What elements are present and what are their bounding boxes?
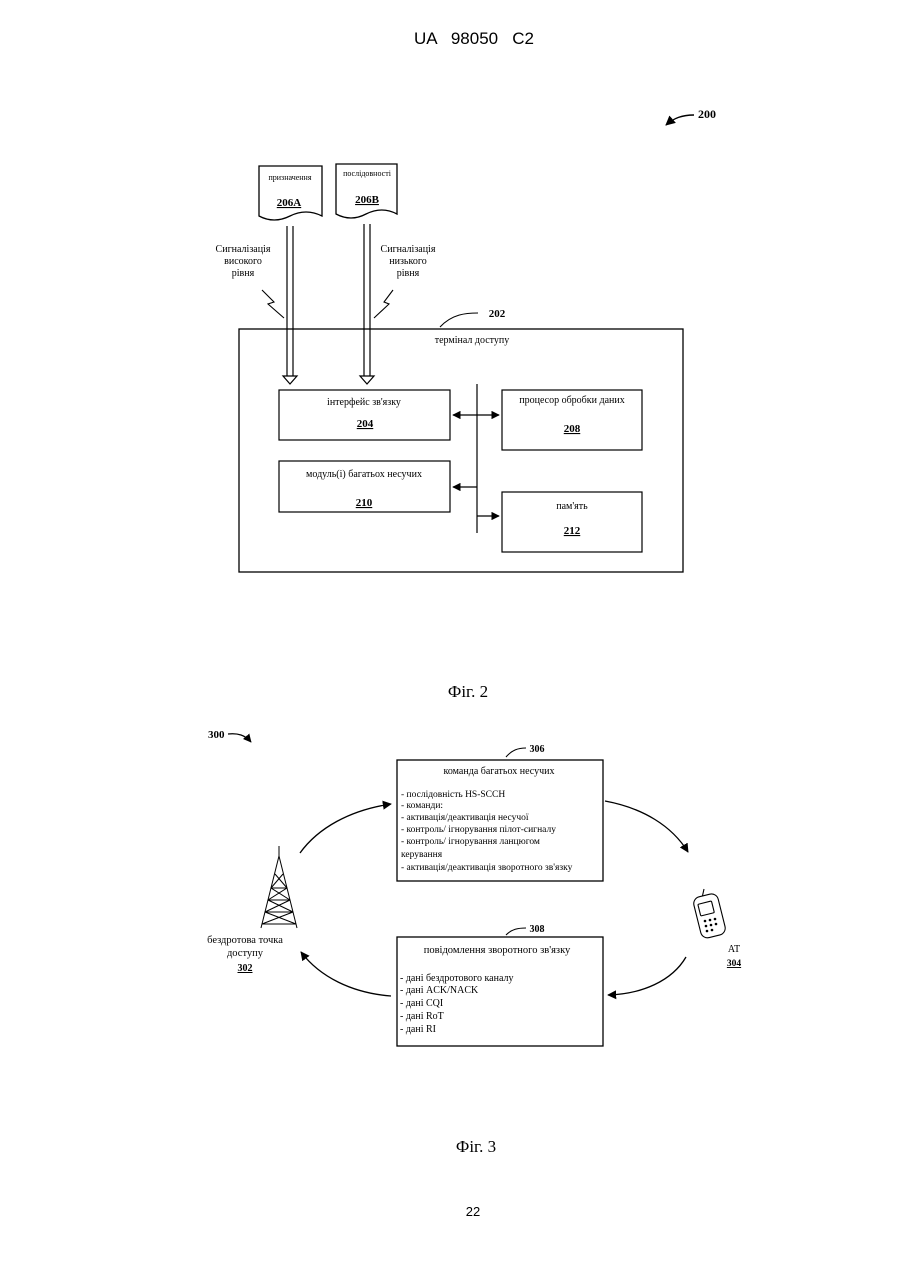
document-206b: послідовності 206B (336, 164, 397, 218)
document-206a: призначення 206A (259, 166, 322, 220)
comm-interface-box: інтерфейс зв'язку 204 (279, 390, 450, 440)
command-line-7: - активація/деактивація зворотного зв'яз… (401, 863, 573, 873)
signal-low-line3: рівня (397, 268, 420, 279)
signal-arrow-high (283, 226, 297, 384)
memory-box: пам'ять 212 (502, 492, 642, 552)
patent-number: UA 98050 C2 (414, 29, 534, 48)
at-ref: 304 (727, 959, 742, 969)
document-206b-label: послідовності (343, 169, 392, 178)
command-line-1: - послідовність HS-SCCH (401, 790, 505, 800)
comm-interface-ref: 204 (357, 418, 374, 430)
command-line-2: - команди: (401, 801, 443, 811)
figure-3: 300 306 команда багатьох несучих - послі… (207, 729, 741, 1156)
signal-high-line2: високого (224, 256, 262, 267)
feedback-line-5: - дані RI (400, 1024, 436, 1035)
tower-icon (261, 846, 297, 928)
ref-200: 200 (698, 107, 716, 121)
signal-high-line1: Сигналізація (216, 244, 271, 255)
ref-200-arrow (666, 115, 694, 125)
mobile-phone-icon (692, 889, 726, 939)
command-line-3: - активація/деактивація несучої (401, 813, 529, 823)
command-box: 306 команда багатьох несучих - послідовн… (397, 744, 603, 881)
processor-label: процесор обробки даних (519, 395, 624, 406)
wireless-bolt-right-icon (374, 290, 393, 318)
signal-high-line3: рівня (232, 268, 255, 279)
feedback-line-4: - дані RoT (400, 1011, 444, 1022)
figure-2: 200 призначення 206A послідовності 206B … (216, 107, 716, 701)
access-point-ref: 302 (238, 963, 253, 974)
at-label: AT (728, 944, 740, 955)
multicarrier-module-ref: 210 (356, 497, 373, 509)
command-line-5: - контроль/ ігнорування ланцюгом (401, 837, 540, 847)
memory-label: пам'ять (556, 501, 588, 512)
multicarrier-module-box: модуль(і) багатьох несучих 210 (279, 461, 450, 512)
arrow-command-to-at (605, 801, 688, 852)
signal-low-line1: Сигналізація (381, 244, 436, 255)
feedback-line-3: - дані CQI (400, 998, 443, 1009)
access-point-label-1: бездротова точка (207, 935, 283, 946)
arrow-feedback-to-ap (301, 952, 391, 996)
access-point-label-2: доступу (227, 948, 264, 959)
ref-202-leader (440, 313, 478, 327)
memory-ref: 212 (564, 525, 581, 537)
access-terminal-label: термінал доступу (435, 335, 510, 346)
signal-low-line2: низького (389, 256, 426, 267)
command-line-4: - контроль/ ігнорування пілот-сигналу (401, 825, 556, 835)
comm-interface-label: інтерфейс зв'язку (327, 397, 401, 408)
feedback-box-title: повідомлення зворотного зв'язку (424, 945, 571, 956)
ref-308: 308 (530, 924, 545, 935)
ref-308-leader (506, 928, 526, 935)
figure-2-caption: Фіг. 2 (448, 682, 488, 701)
feedback-line-1: - дані бездротового каналу (400, 973, 514, 984)
multicarrier-module-label: модуль(і) багатьох несучих (306, 469, 422, 480)
processor-box: процесор обробки даних 208 (502, 390, 642, 450)
signal-arrow-low (360, 224, 374, 384)
ref-300-arrow (228, 734, 251, 742)
ref-300: 300 (208, 729, 225, 741)
figure-3-caption: Фіг. 3 (456, 1137, 496, 1156)
document-206a-label: призначення (268, 173, 311, 182)
ref-306: 306 (530, 744, 545, 755)
feedback-line-2: - дані ACK/NACK (400, 985, 479, 996)
arrow-at-to-feedback (608, 957, 686, 995)
arrow-ap-to-command (300, 804, 391, 853)
internal-bus (453, 384, 499, 533)
document-206a-ref: 206A (277, 197, 302, 209)
processor-ref: 208 (564, 423, 581, 435)
wireless-bolt-left-icon (262, 290, 284, 318)
ref-306-leader (506, 748, 526, 757)
feedback-box: 308 повідомлення зворотного зв'язку - да… (397, 924, 603, 1046)
ref-202: 202 (489, 308, 506, 320)
page-number: 22 (466, 1204, 480, 1219)
document-206b-ref: 206B (355, 194, 380, 206)
command-line-6: керування (401, 850, 443, 860)
command-box-title: команда багатьох несучих (444, 766, 555, 777)
